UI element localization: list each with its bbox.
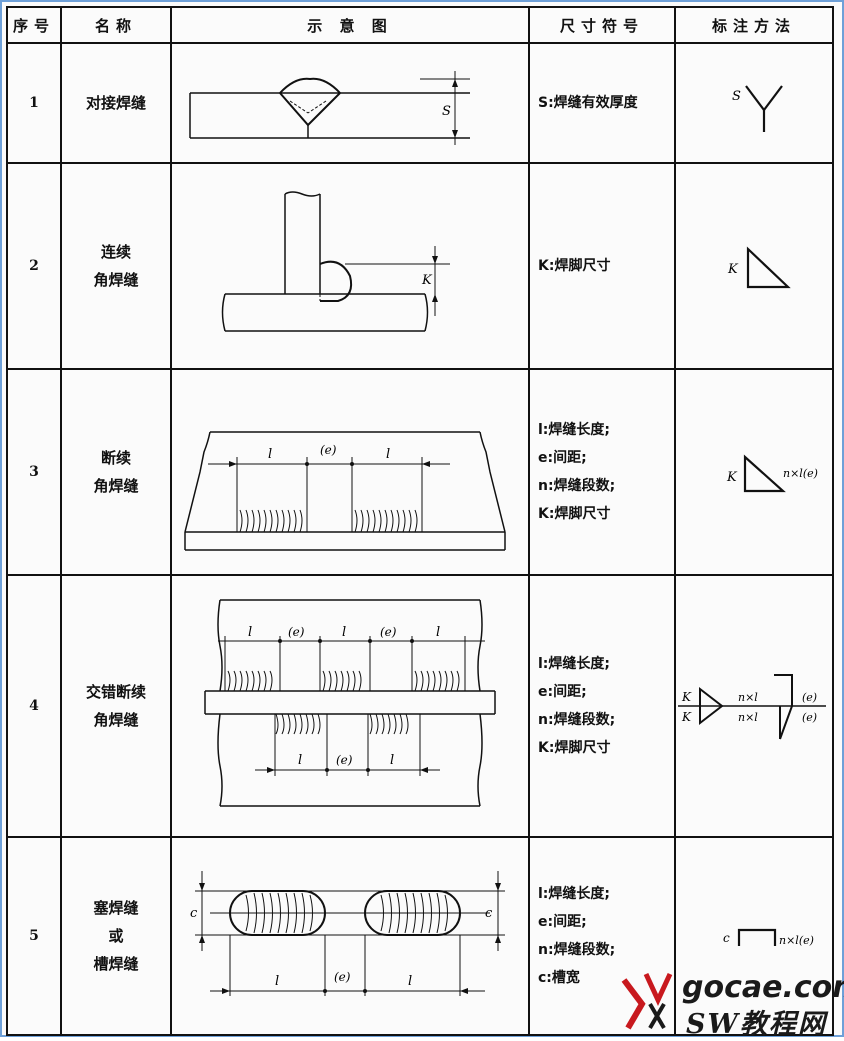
row-diagram: S [170,42,530,164]
svg-text:(e): (e) [802,691,817,704]
row-name: 断续角焊缝 [60,368,172,576]
row-index: 3 [6,368,62,576]
row-diagram: K [170,162,530,370]
label-s: S [442,104,451,119]
row-index: 1 [6,42,62,164]
table-header-row: 序号 名称 示 意 图 尺寸符号 标注方法 [6,6,834,44]
row-index: 5 [6,836,62,1036]
watermark-logo-icon [621,972,673,1030]
plug-weld-symbol: c n×l(e) [723,928,814,947]
row-notation: c n×l(e) [674,836,834,1036]
staggered-fillet-diagram: l (e) l (e) l l (e) l [204,599,496,807]
header-name: 名称 [60,6,172,44]
row-diagram: l (e) l (e) l l (e) l [170,574,530,838]
row-notation: S [674,42,834,164]
row-name: 塞焊缝或槽焊缝 [60,836,172,1036]
watermark-site: gocae.com [682,970,844,1005]
row-name: 连续角焊缝 [60,162,172,370]
table-row: 2 连续角焊缝 K [6,162,834,370]
svg-text:K: K [681,690,692,704]
table-row: 3 断续角焊缝 [6,368,834,576]
svg-text:K: K [726,470,738,485]
row-diagram: c c [170,836,530,1036]
row-dimension: l:焊缝长度;e:间距;n:焊缝段数;K:焊脚尺寸 [528,368,676,576]
weld-symbol-table: 序号 名称 示 意 图 尺寸符号 标注方法 1 对接焊缝 [6,6,834,1036]
row-notation: K [674,162,834,370]
svg-text:(e): (e) [802,711,817,724]
svg-text:n×l: n×l [738,691,758,704]
svg-text:(e): (e) [288,625,305,639]
svg-text:l: l [342,625,346,640]
svg-text:(e): (e) [320,443,337,457]
intermittent-fillet-diagram: l (e) l [184,431,506,551]
row-dimension: S:焊缝有效厚度 [528,42,676,164]
row-dimension: K:焊脚尺寸 [528,162,676,370]
watermark-brand: SW教程网 [686,1009,827,1040]
svg-text:c: c [190,906,198,921]
row-dimension: l:焊缝长度;e:间距;n:焊缝段数;K:焊脚尺寸 [528,574,676,838]
svg-text:l: l [436,625,440,640]
svg-text:c: c [723,931,730,945]
svg-text:l: l [248,625,252,640]
header-dimension: 尺寸符号 [528,6,676,44]
row-name: 交错断续角焊缝 [60,574,172,838]
staggered-fillet-symbol: K K n×l n×l (e) (e) [678,674,826,740]
row-name: 对接焊缝 [60,42,172,164]
svg-text:(e): (e) [334,970,351,984]
label-k: K [421,273,433,288]
table-row: 1 对接焊缝 S [6,42,834,164]
butt-weld-diagram: S [189,71,470,145]
svg-text:n×l(e): n×l(e) [779,934,814,947]
svg-text:(e): (e) [336,753,353,767]
intermittent-fillet-symbol: K n×l(e) [726,454,818,493]
svg-text:l: l [268,447,272,462]
fillet-weld-symbol: K [727,246,791,289]
row-diagram: l (e) l [170,368,530,576]
header-diagram: 示 意 图 [170,6,530,44]
row-notation: K n×l(e) [674,368,834,576]
butt-weld-symbol: S [732,85,783,132]
row-dimension: l:焊缝长度;e:间距;n:焊缝段数;c:槽宽 [528,836,676,1036]
row-index: 2 [6,162,62,370]
svg-text:l: l [408,974,412,989]
svg-text:(e): (e) [380,625,397,639]
svg-text:K: K [681,710,692,724]
svg-text:n×l: n×l [738,711,758,724]
watermark: gocae.com SW教程网 [620,968,844,1040]
svg-text:K: K [727,262,739,277]
header-notation: 标注方法 [674,6,834,44]
svg-text:l: l [390,753,394,768]
row-notation: K K n×l n×l (e) (e) [674,574,834,838]
table-row: 4 交错断续角焊缝 [6,574,834,838]
row-index: 4 [6,574,62,838]
svg-text:l: l [386,447,390,462]
fillet-weld-diagram: K [221,191,450,332]
svg-text:l: l [275,974,279,989]
header-index: 序号 [6,6,62,44]
svg-text:S: S [732,89,741,104]
svg-text:n×l(e): n×l(e) [783,467,818,480]
svg-text:l: l [298,753,302,768]
plug-weld-diagram: c c [190,871,505,996]
